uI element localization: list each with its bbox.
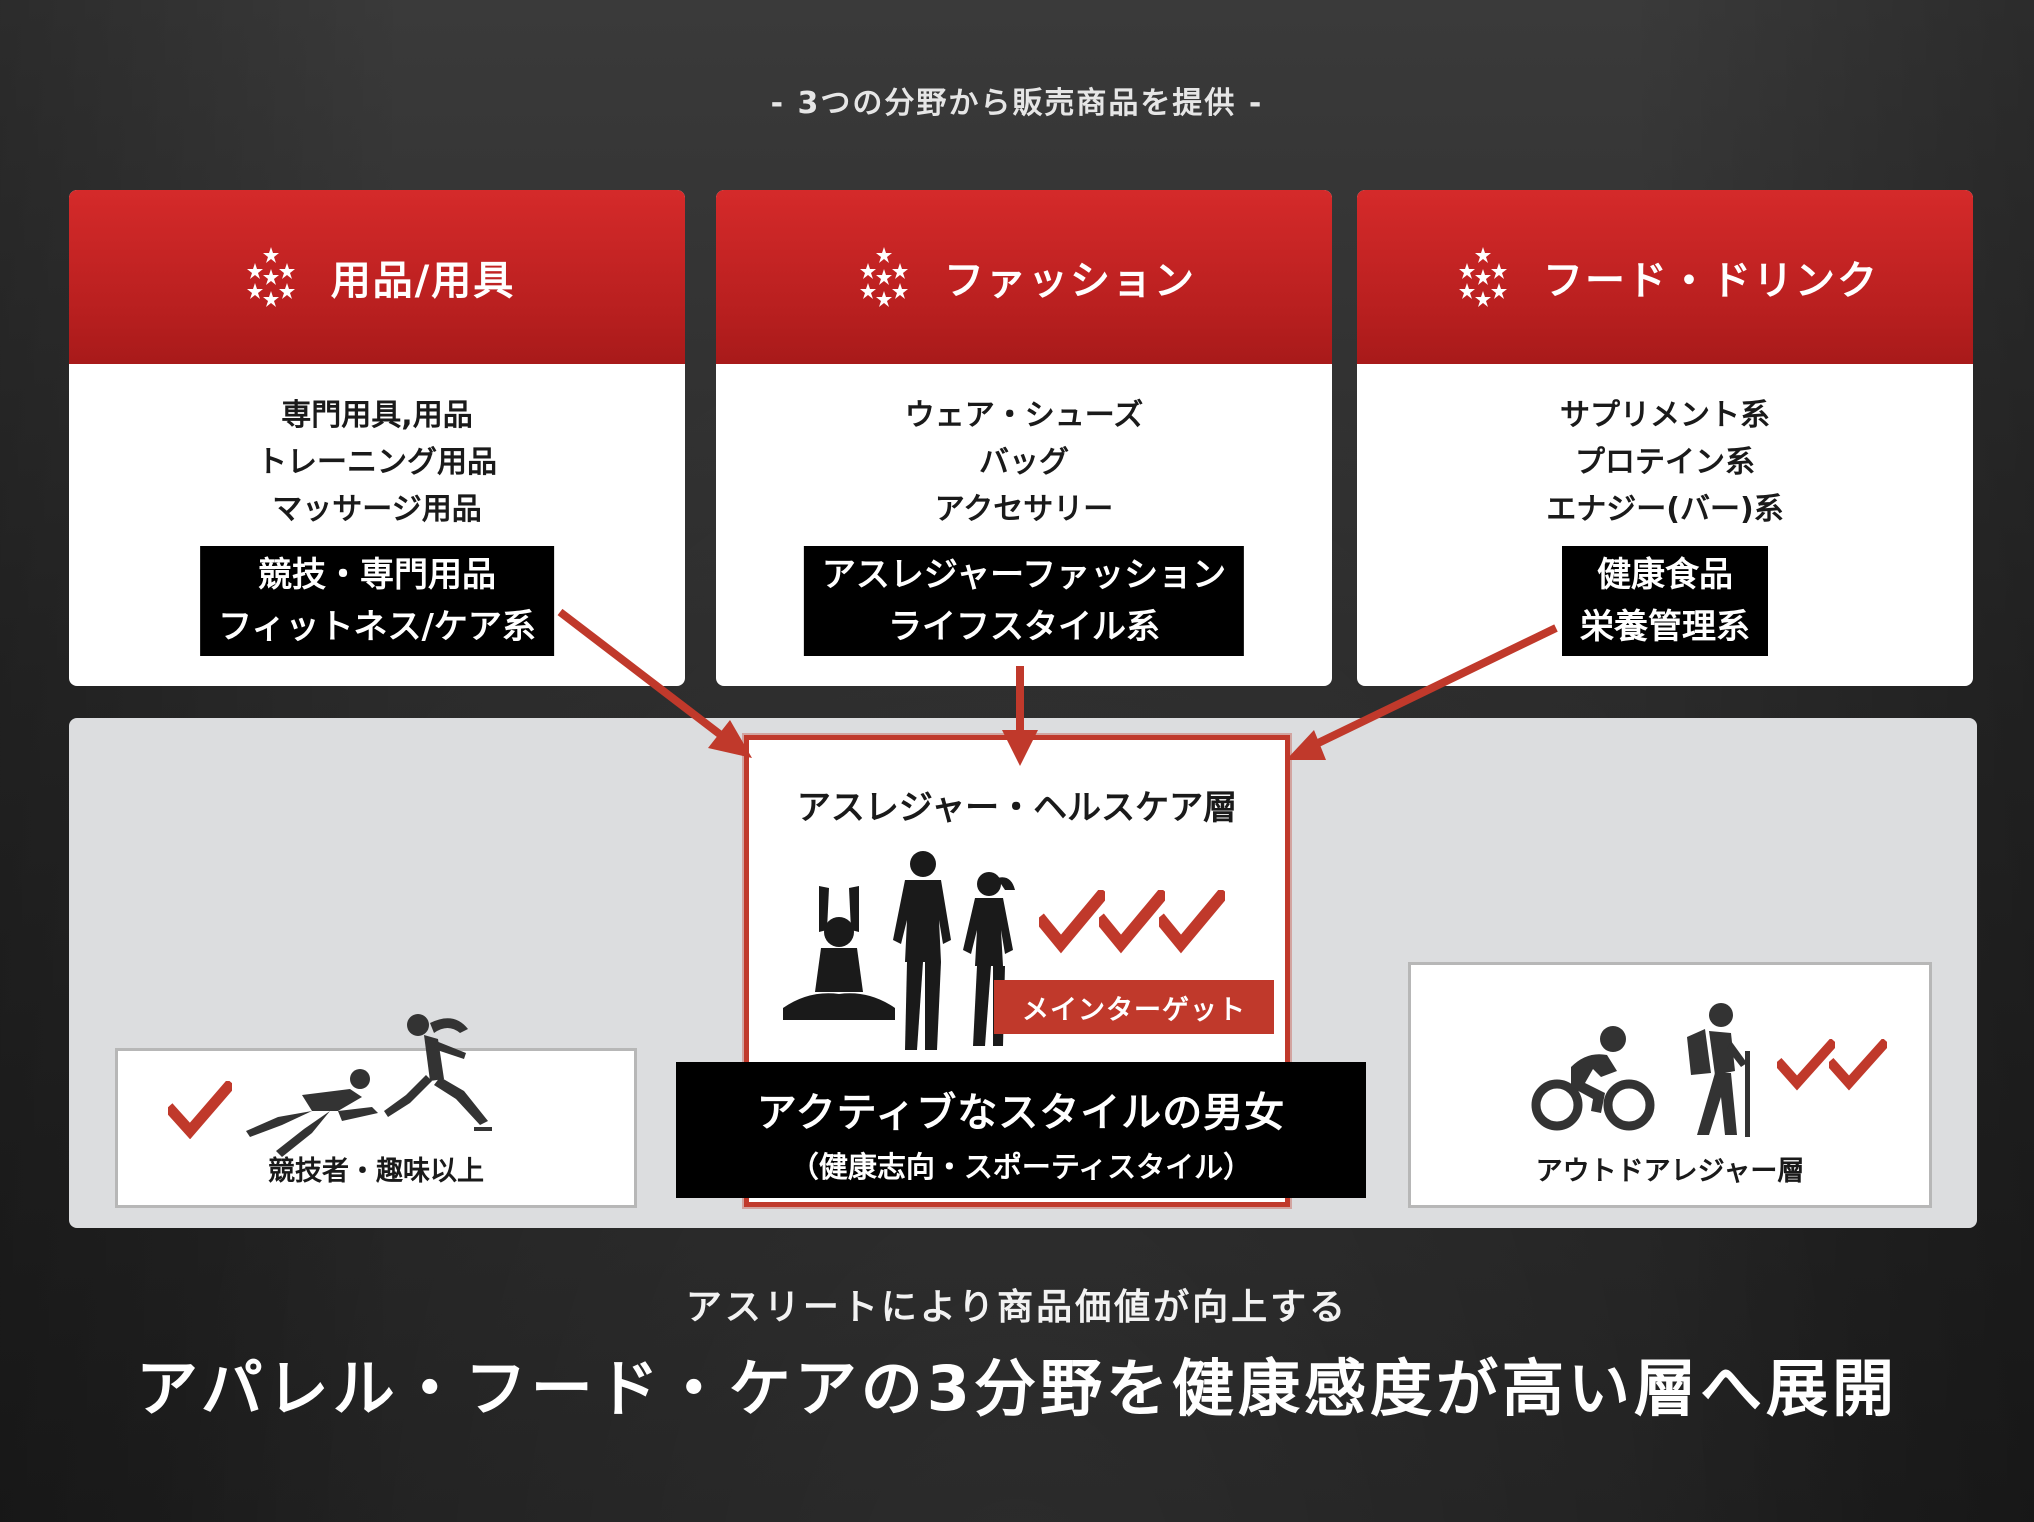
check-icon [1777, 1039, 1835, 1091]
check-icon [1159, 890, 1225, 954]
category-card-fashion: ファッション ウェア・シューズ バッグ アクセサリー アスレジャーファッション … [716, 190, 1332, 686]
category-header: 用品/用具 [69, 190, 685, 364]
category-badge-line: ライフスタイル系 [887, 607, 1160, 647]
stars-icon [860, 247, 908, 307]
runner-icon [246, 1069, 378, 1157]
hiker-icon [1687, 1003, 1750, 1137]
category-item: アクセサリー [934, 492, 1114, 527]
footer-heading: アパレル・フード・ケアの3分野を健康感度が高い層へ展開 [136, 1352, 1898, 1425]
category-card-food-drink: フード・ドリンク サプリメント系 プロテイン系 エナジー(バー)系 健康食品 栄… [1357, 190, 1973, 686]
segment-label: 競技者・趣味以上 [268, 1156, 484, 1187]
footer-subheading: アスリートにより商品価値が向上する [685, 1287, 1349, 1328]
category-card-equipment: 用品/用具 専門用具,用品 トレーニング用品 マッサージ用品 競技・専門用品 フ… [69, 190, 685, 686]
category-badge-line: 健康食品 [1597, 555, 1733, 595]
category-item: バッグ [979, 445, 1069, 480]
category-item: エナジー(バー)系 [1546, 492, 1784, 527]
category-badge-line: 競技・専門用品 [258, 555, 496, 595]
check-icon [1039, 890, 1105, 954]
category-items: ウェア・シューズ バッグ アクセサリー [716, 392, 1332, 533]
target-title: アスレジャー・ヘルスケア層 [796, 788, 1238, 828]
cyclist-icon [1531, 1026, 1655, 1131]
target-description: アクティブなスタイルの男女 （健康志向・スポーティスタイル） [676, 1062, 1366, 1198]
segment-outdoor: アウトドアレジャー層 [1408, 962, 1932, 1208]
category-header: フード・ドリンク [1357, 190, 1973, 364]
category-title: 用品/用具 [330, 258, 516, 304]
category-title: フード・ドリンク [1543, 258, 1879, 304]
category-item: 専門用具,用品 [281, 398, 473, 433]
main-target-label: メインターゲット [994, 980, 1274, 1034]
category-items: 専門用具,用品 トレーニング用品 マッサージ用品 [69, 392, 685, 533]
category-item: プロテイン系 [1575, 445, 1755, 480]
category-items: サプリメント系 プロテイン系 エナジー(バー)系 [1357, 392, 1973, 533]
category-item: トレーニング用品 [257, 445, 497, 480]
check-icon [1099, 890, 1165, 954]
category-title: ファッション [944, 258, 1196, 304]
category-badge-line: 栄養管理系 [1580, 607, 1750, 647]
check-icon [1829, 1039, 1887, 1091]
category-badge-line: フィットネス/ケア系 [218, 607, 536, 647]
stars-icon [246, 247, 295, 307]
category-item: マッサージ用品 [272, 492, 482, 527]
category-item: サプリメント系 [1560, 398, 1770, 433]
target-description-sub: （健康志向・スポーティスタイル） [789, 1150, 1253, 1184]
skater-icon [384, 1014, 492, 1131]
page-subtitle: - 3つの分野から販売商品を提供 - [770, 86, 1264, 121]
jogger-icon [893, 851, 951, 1050]
target-description-main: アクティブなスタイルの男女 [756, 1090, 1286, 1136]
category-header: ファッション [716, 190, 1332, 364]
stars-icon [1459, 247, 1507, 307]
yoga-icon [783, 886, 895, 1020]
segment-label: アウトドアレジャー層 [1535, 1156, 1805, 1187]
category-badge: 健康食品 栄養管理系 [1562, 546, 1768, 656]
category-item: ウェア・シューズ [904, 398, 1144, 433]
category-badge-line: アスレジャーファッション [821, 555, 1227, 595]
category-badge: アスレジャーファッション ライフスタイル系 [803, 546, 1245, 656]
category-badge: 競技・専門用品 フィットネス/ケア系 [200, 546, 554, 656]
segment-competitors: 競技者・趣味以上 [115, 1014, 637, 1208]
check-icon [168, 1081, 232, 1139]
